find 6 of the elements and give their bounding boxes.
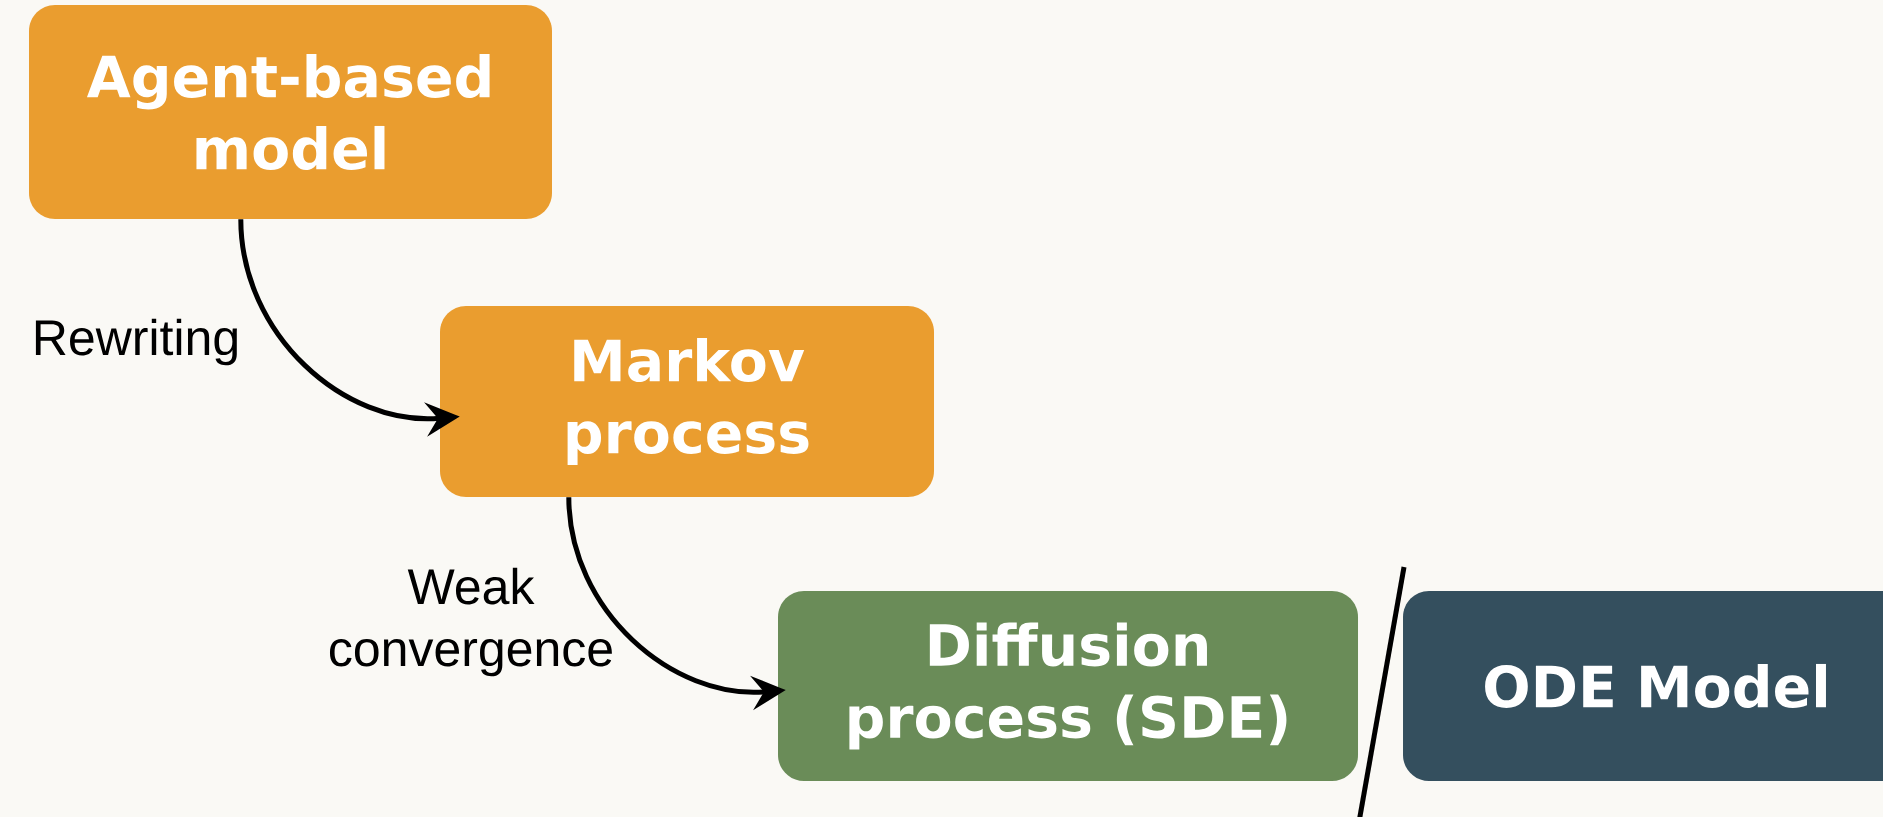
process-box: Diffusion process (SDE): [778, 591, 1358, 781]
edge-label: Weak convergence: [329, 567, 612, 677]
process-box: ODE Model: [1403, 591, 1883, 781]
process-box: Markov process: [440, 306, 934, 497]
process-box: Agent-based model: [29, 5, 552, 219]
edge-label: Rewriting: [35, 318, 237, 366]
